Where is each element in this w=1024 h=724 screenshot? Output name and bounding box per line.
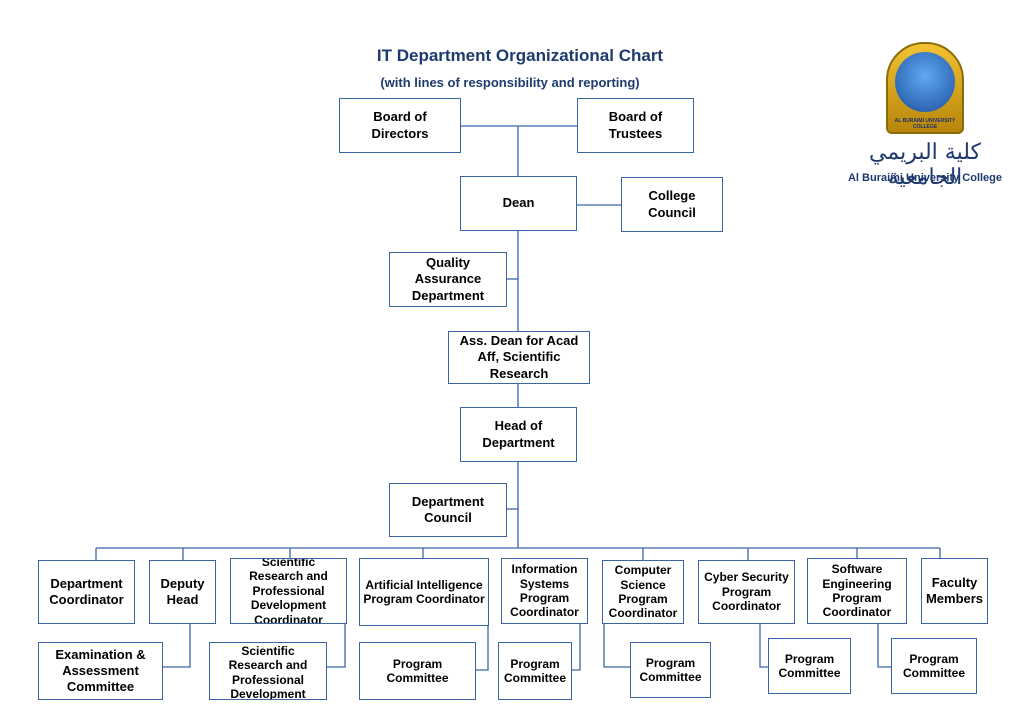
box-research-coordinator: Scientific Research and Professional Dev…	[230, 558, 347, 624]
box-board-of-directors: Board of Directors	[339, 98, 461, 153]
box-department-council: Department Council	[389, 483, 507, 537]
seal-icon: AL BURAIMI UNIVERSITY COLLEGE	[886, 42, 964, 134]
box-ai-program-committee: Program Committee	[359, 642, 476, 700]
box-cyber-program-committee: Program Committee	[768, 638, 851, 694]
logo-english-name: Al Buraimi University College	[847, 172, 1003, 184]
box-department-coordinator: Department Coordinator	[38, 560, 135, 624]
box-assistant-dean: Ass. Dean for Acad Aff, Scientific Resea…	[448, 331, 590, 384]
box-is-program-coordinator: Information Systems Program Coordinator	[501, 558, 588, 624]
box-quality-assurance-department: Quality Assurance Department	[389, 252, 507, 307]
box-ai-program-coordinator: Artificial Intelligence Program Coordina…	[359, 558, 489, 626]
box-board-of-trustees: Board of Trustees	[577, 98, 694, 153]
box-cs-program-coordinator: Computer Science Program Coordinator	[602, 560, 684, 624]
box-se-program-coordinator: Software Engineering Program Coordinator	[807, 558, 907, 624]
logo-arabic-name: كلية البريمي الجامعية	[869, 140, 981, 190]
box-college-council: College Council	[621, 177, 723, 232]
box-head-of-department: Head of Department	[460, 407, 577, 462]
chart-title: IT Department Organizational Chart	[376, 46, 664, 65]
box-se-program-committee: Program Committee	[891, 638, 977, 694]
college-logo: AL BURAIMI UNIVERSITY COLLEGE كلية البري…	[848, 42, 1002, 192]
box-is-program-committee: Program Committee	[498, 642, 572, 700]
box-faculty-members: Faculty Members	[921, 558, 988, 624]
chart-subtitle: (with lines of responsibility and report…	[380, 75, 640, 90]
box-cyber-security-program-coordinator: Cyber Security Program Coordinator	[698, 560, 795, 624]
box-examination-assessment-committee: Examination & Assessment Committee	[38, 642, 163, 700]
box-research-committee: Scientific Research and Professional Dev…	[209, 642, 327, 700]
box-cs-program-committee: Program Committee	[630, 642, 711, 698]
box-dean: Dean	[460, 176, 577, 231]
box-deputy-head: Deputy Head	[149, 560, 216, 624]
